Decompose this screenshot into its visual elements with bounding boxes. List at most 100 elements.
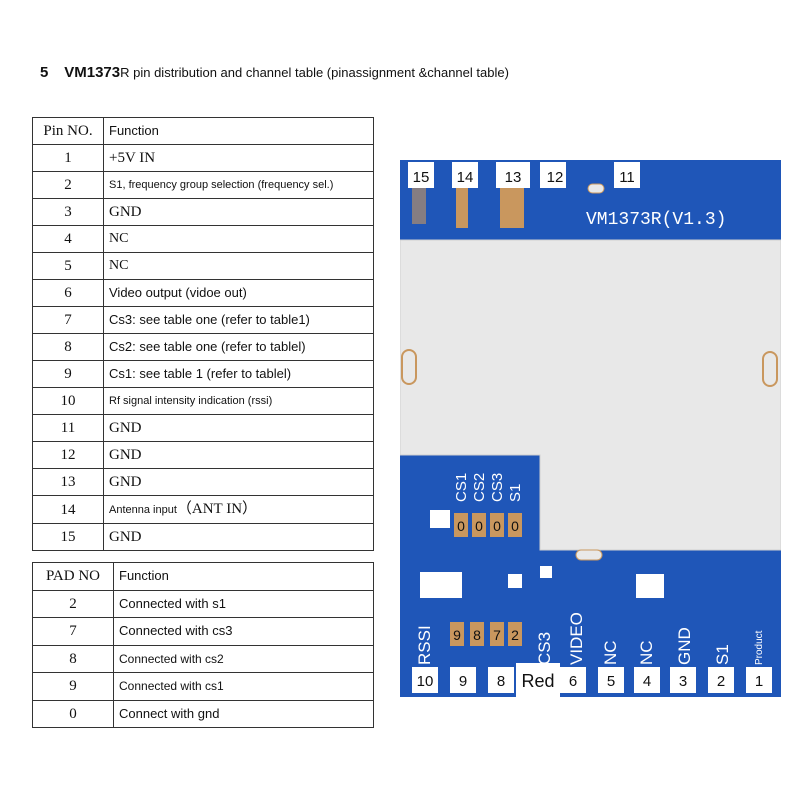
bottom-pin-number: 6: [569, 673, 577, 690]
solder-pad: [450, 622, 464, 646]
pin-function-text: Antenna input: [109, 504, 177, 516]
pin-function: NC: [103, 252, 374, 280]
pad-function: Connected with cs2: [113, 644, 374, 673]
pin-function: Rf signal intensity indication (rssi): [103, 387, 374, 415]
bottom-pin-number: 4: [643, 673, 651, 690]
red-label: Red: [521, 671, 554, 691]
bottom-pin-number: 10: [417, 673, 434, 690]
top-pin-number: 12: [547, 169, 564, 186]
bottom-pin-number: 2: [717, 673, 725, 690]
top-pad-14: [452, 162, 478, 188]
pin-number: 8: [32, 333, 104, 361]
silk-nc: NC: [637, 640, 656, 665]
pad-function: Connected with cs3: [113, 617, 374, 646]
table-row: 1+5V IN: [32, 144, 374, 172]
red-label-box: [516, 663, 560, 697]
top-pad-15: [408, 162, 434, 188]
gnd-trace-left: [412, 188, 426, 224]
pin-function: GND: [103, 523, 374, 551]
silk-s1: S1: [507, 484, 524, 502]
test-pad: [540, 566, 552, 578]
test-pad: [420, 572, 462, 598]
test-pad: [508, 574, 522, 588]
top-oval-pad: [587, 183, 605, 194]
table-header-row: PAD NO Function: [32, 562, 374, 591]
pin-number: 1: [32, 144, 104, 172]
pin-function: GND: [103, 414, 374, 442]
switch-pad-label: 0: [511, 518, 519, 534]
top-pad-13: [496, 162, 530, 188]
silk-cs3-bottom: CS3: [535, 632, 554, 665]
pin-function: +5V IN: [103, 144, 374, 172]
pad-function: Connected with cs1: [113, 672, 374, 701]
test-pad: [430, 510, 450, 528]
bottom-pin-number: 8: [497, 673, 505, 690]
channel-switch-pads: [454, 513, 522, 537]
shield-can: [400, 239, 781, 551]
module-board-photo: 15 14 13 12 11 VM1373R(V1.3) CS1 CS2 CS3…: [400, 160, 781, 697]
top-pin-number: 13: [505, 169, 522, 186]
pin-function: GND: [103, 198, 374, 226]
pin-function: GND: [103, 468, 374, 496]
bottom-pad: [670, 667, 696, 693]
side-slot-left: [401, 349, 417, 385]
solder-pad: [470, 622, 484, 646]
channel-solder-pads: [450, 622, 522, 646]
top-pad-11: [614, 162, 640, 188]
column-header-pad: PAD NO: [32, 562, 114, 591]
silk-rssi: RSSI: [415, 625, 434, 665]
top-pin-number: 11: [619, 169, 635, 186]
mid-oval-pad: [575, 549, 603, 561]
bottom-pad: [450, 667, 476, 693]
silk-title: VM1373R(V1.3): [586, 210, 726, 230]
bottom-pad: [598, 667, 624, 693]
pin-number: 13: [32, 468, 104, 496]
bottom-pin-number: 1: [755, 673, 763, 690]
solder-pad-label: 8: [473, 627, 481, 643]
pin-number: 15: [32, 523, 104, 551]
switch-pad: [508, 513, 522, 537]
pin-function: S1, frequency group selection (frequency…: [103, 171, 374, 199]
solder-pad-label: 7: [493, 627, 501, 643]
table-header-row: Pin NO. Function: [32, 117, 374, 145]
switch-pad: [454, 513, 468, 537]
pin-number: 3: [32, 198, 104, 226]
solder-pad-label: 2: [511, 627, 519, 643]
section-number: 5: [40, 64, 49, 81]
silk-s1-bottom: S1: [713, 644, 732, 665]
gnd-trace: [500, 188, 524, 228]
pad-function: Connected with s1: [113, 589, 374, 618]
top-pads: [408, 162, 640, 228]
top-pin-number: 14: [457, 169, 474, 186]
solder-pad-label: 9: [453, 627, 461, 643]
pin-number: 4: [32, 225, 104, 253]
pin-number: 11: [32, 414, 104, 442]
silk-product: Product: [754, 630, 765, 665]
switch-pad-label: 0: [475, 518, 483, 534]
column-header-function: Function: [103, 117, 374, 145]
bottom-pad: [634, 667, 660, 693]
pin-number: 2: [32, 171, 104, 199]
bottom-pad: [560, 667, 586, 693]
section-heading: 5 VM1373R pin distribution and channel t…: [40, 64, 509, 81]
pad-number: 0: [32, 699, 114, 728]
pin-function: NC: [103, 225, 374, 253]
bottom-pad: [488, 667, 514, 693]
silk-gnd: GND: [675, 627, 694, 665]
top-pad-12: [540, 162, 566, 188]
silk-cs3: CS3: [489, 473, 506, 502]
pad-function: Connect with gnd: [113, 699, 374, 728]
pin-number: 12: [32, 441, 104, 469]
